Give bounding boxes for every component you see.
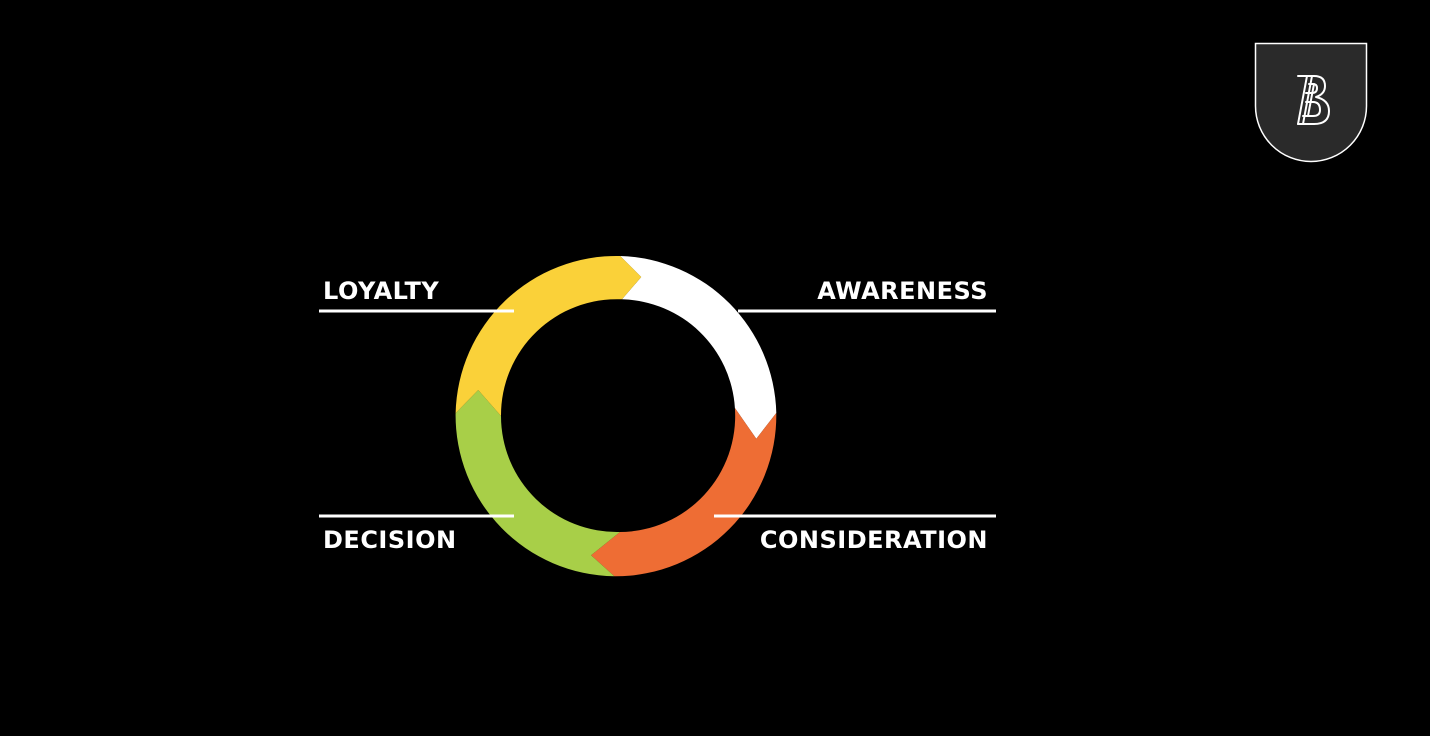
segment-decision: [455, 390, 620, 577]
label-consideration: CONSIDERATION: [760, 526, 988, 554]
shield-b-logo-icon: [1254, 42, 1368, 163]
label-decision: DECISION: [323, 526, 457, 554]
segment-loyalty: [455, 255, 642, 416]
segment-awareness: [620, 256, 777, 439]
label-awareness: AWARENESS: [817, 277, 988, 305]
segment-consideration: [591, 408, 777, 577]
label-loyalty: LOYALTY: [323, 277, 439, 305]
